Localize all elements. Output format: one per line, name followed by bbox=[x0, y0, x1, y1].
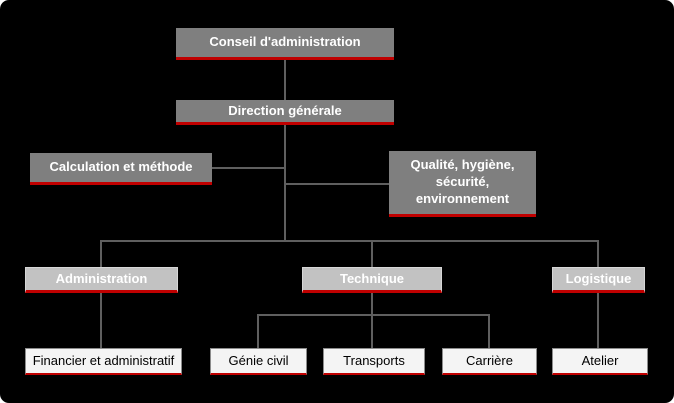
connector-level2-distributor bbox=[100, 240, 599, 242]
org-node-carriere: Carrière bbox=[442, 348, 537, 375]
org-node-administration: Administration bbox=[25, 267, 178, 293]
connector-conseil-direction bbox=[284, 60, 286, 100]
connector-administration-financier bbox=[100, 293, 102, 348]
org-node-conseil-administration: Conseil d'administration bbox=[176, 28, 394, 60]
connector-qualite-branch bbox=[284, 183, 389, 185]
org-node-atelier: Atelier bbox=[552, 348, 648, 375]
connector-drop-technique bbox=[371, 240, 373, 267]
org-node-financier-administratif: Financier et administratif bbox=[25, 348, 182, 375]
org-node-qualite-hygiene: Qualité, hygiène, sécurité, environnemen… bbox=[389, 151, 536, 217]
connector-drop-administration bbox=[100, 240, 102, 267]
org-node-technique: Technique bbox=[302, 267, 442, 293]
connector-drop-genie-civil bbox=[257, 314, 259, 348]
connector-technique-trunk bbox=[371, 293, 373, 348]
connector-technique-distributor bbox=[257, 314, 490, 316]
connector-logistique-atelier bbox=[597, 293, 599, 348]
org-node-logistique: Logistique bbox=[552, 267, 645, 293]
org-node-calculation-methode: Calculation et méthode bbox=[30, 153, 212, 185]
connector-calculation-branch bbox=[212, 167, 286, 169]
org-node-direction-generale: Direction générale bbox=[176, 100, 394, 125]
org-node-genie-civil: Génie civil bbox=[210, 348, 307, 375]
org-node-transports: Transports bbox=[323, 348, 425, 375]
connector-drop-carriere bbox=[488, 314, 490, 348]
connector-drop-logistique bbox=[597, 240, 599, 267]
